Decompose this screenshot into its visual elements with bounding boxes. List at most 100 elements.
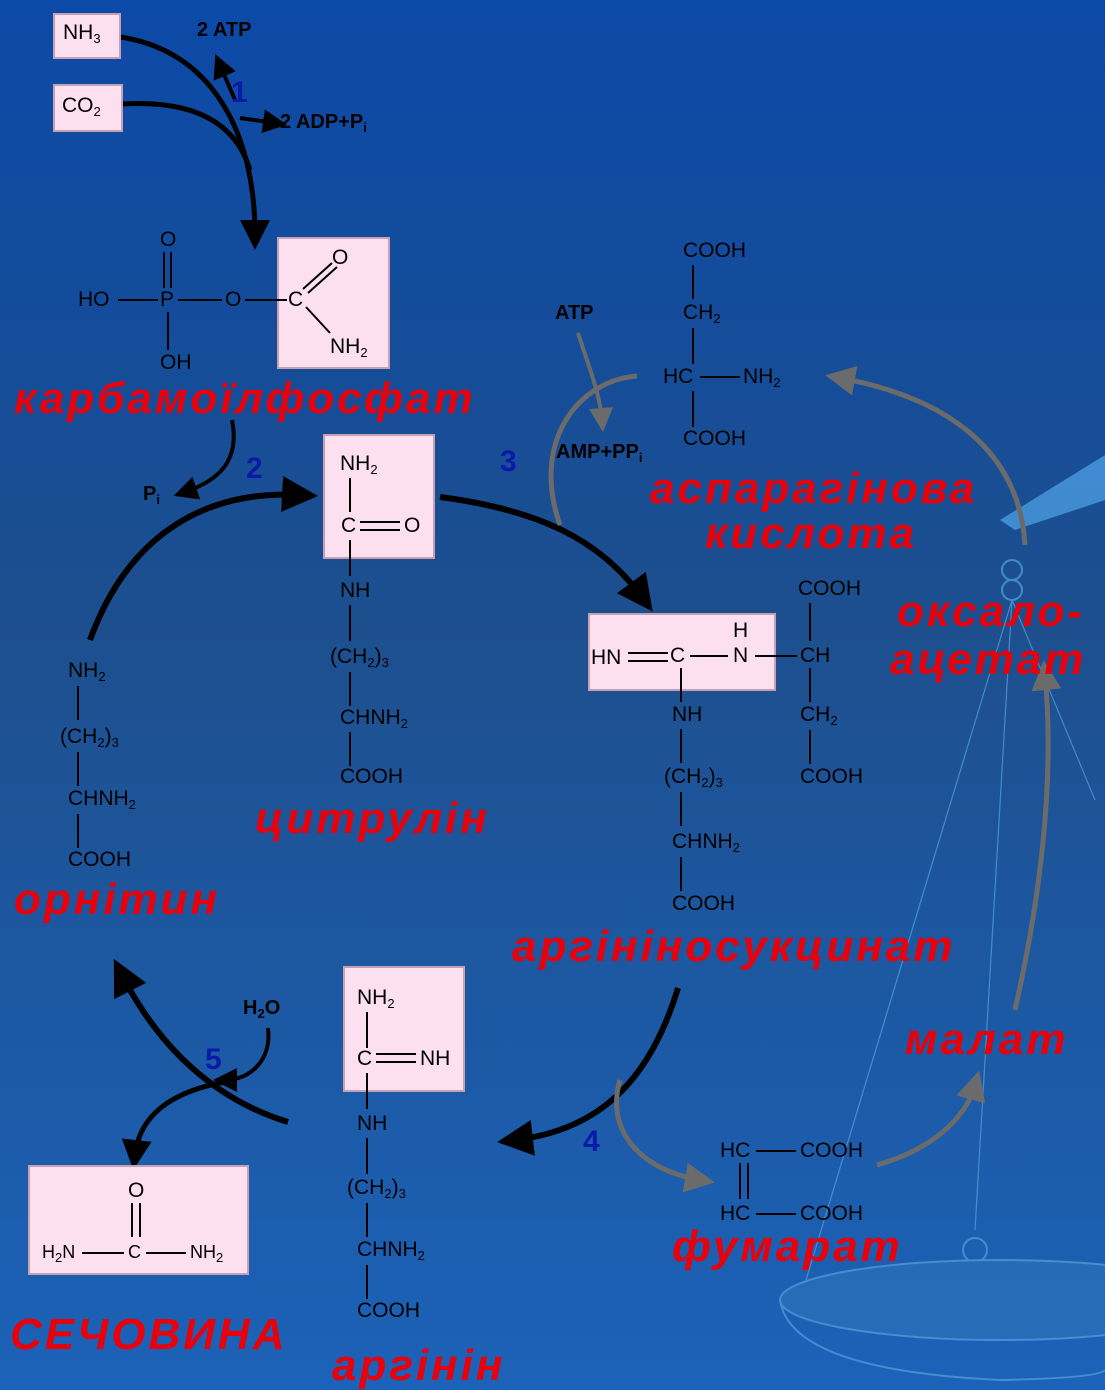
- cp-ho: HO: [78, 288, 110, 311]
- orn-ch2-3: (CH2)3: [60, 725, 119, 750]
- arg-bond-3: [366, 1138, 368, 1174]
- cit-bond-5: [349, 732, 351, 766]
- as-bond-top: [809, 603, 811, 641]
- arrow-nh3-to-carbamoyl: [119, 34, 270, 250]
- cp-p: P: [160, 288, 175, 311]
- co2-label: CO2: [62, 94, 101, 119]
- cp-bond-p-oh: [167, 312, 169, 350]
- step-5: 5: [205, 1043, 222, 1076]
- as-bond-nh-ch2: [680, 729, 682, 763]
- atp-label: ATP: [555, 302, 594, 324]
- cp-bond-ho-p: [118, 299, 158, 301]
- name-malate: малат: [905, 1015, 1069, 1064]
- urea-c: C: [128, 1242, 141, 1262]
- cit-ch2-3: (CH2)3: [330, 645, 389, 670]
- name-oxaloacetate-line1: оксало-: [897, 587, 1085, 636]
- urea-h2n: H2N: [42, 1242, 76, 1265]
- scale-decoration: [779, 455, 1105, 1382]
- arrow-adp-out: [239, 109, 287, 134]
- arg-cooh: COOH: [357, 1299, 420, 1322]
- cit-nh: NH: [340, 579, 371, 602]
- name-fumarate: фумарат: [672, 1222, 903, 1271]
- arrow-atp-in: [213, 53, 237, 101]
- fum-cooh-bot: COOH: [800, 1202, 863, 1225]
- as-ch2: CH2: [800, 703, 838, 728]
- as-c: C: [670, 644, 686, 667]
- amp-label: AMP+PPi: [556, 441, 643, 465]
- asp-bond-hc-nh: [700, 376, 740, 378]
- as-bond-c-n: [690, 655, 728, 657]
- asp-cooh-bot: COOH: [683, 427, 746, 450]
- as-bond-ch2-chnh: [680, 792, 682, 826]
- as-n: N: [733, 644, 749, 667]
- as-bond-ch-ch2: [809, 668, 811, 702]
- step-3: 3: [500, 445, 517, 478]
- cit-bond-2: [349, 540, 351, 576]
- arrow-argininosuccinate-to-arginine: [497, 987, 681, 1156]
- cit-dbl-1: [360, 521, 400, 523]
- cp-nh2: NH2: [330, 335, 368, 360]
- as-bond-n-ch: [755, 655, 797, 657]
- as-cooh-left: COOH: [672, 892, 735, 915]
- arg-bond-1: [366, 1012, 368, 1048]
- nh3-box: [53, 13, 121, 59]
- arg-bond-2: [366, 1073, 368, 1109]
- cp-double-bond-2: [170, 252, 172, 288]
- name-carbamoyl-phosphate: карбамоїлфосфат: [14, 374, 476, 423]
- urea-box: [28, 1165, 249, 1275]
- arrow-malate-to-oxaloacetate: [1012, 660, 1062, 1011]
- h2o-label: H2O: [243, 997, 281, 1021]
- step-4: 4: [583, 1125, 600, 1158]
- arrow-arginine-to-ornithine: [113, 958, 289, 1125]
- cit-nh2-top: NH2: [340, 452, 378, 477]
- cit-o: O: [404, 514, 421, 537]
- cit-cooh: COOH: [340, 765, 403, 788]
- carbamoyl-box: [277, 237, 390, 369]
- urea-dbl-2: [139, 1203, 141, 1237]
- fum-bond-top: [756, 1150, 796, 1152]
- arg-chnh2: CHNH2: [357, 1238, 425, 1263]
- orn-bond-3: [77, 814, 79, 848]
- arrow-to-urea: [121, 1079, 226, 1170]
- fum-hc-top: HC: [720, 1139, 751, 1162]
- argininosuccinate-box: [588, 613, 776, 691]
- step-1: 1: [231, 76, 248, 109]
- arrow-co2: [121, 101, 253, 171]
- asp-bond-3: [692, 391, 694, 427]
- urea-o: O: [128, 1179, 145, 1202]
- name-ornithine: орнітин: [14, 875, 221, 924]
- fum-dbl-1: [739, 1163, 741, 1199]
- cp-o-top: O: [160, 228, 177, 251]
- name-oxaloacetate-line2: ацетат: [890, 635, 1087, 684]
- name-arginine: аргінін: [332, 1341, 506, 1390]
- arrow-ornithine-to-citrulline: [87, 476, 318, 642]
- arrow-oxaloacetate-to-aspartate: [825, 365, 1028, 546]
- as-cooh-top: COOH: [798, 577, 861, 600]
- arg-nh-right: NH: [420, 1047, 451, 1070]
- name-argininosuccinate: аргініносукцинат: [512, 922, 956, 971]
- co2-box: [53, 84, 123, 132]
- as-ch2-3: (CH2)3: [664, 765, 723, 790]
- orn-nh2: NH2: [68, 659, 106, 684]
- fum-dbl-2: [747, 1163, 749, 1199]
- arg-ch2-3: (CH2)3: [347, 1176, 406, 1201]
- cit-chnh2: CHNH2: [340, 706, 408, 731]
- name-aspartate-line1: аспарагінова: [650, 464, 978, 513]
- arg-c: C: [357, 1047, 373, 1070]
- arrow-h2o: [213, 1027, 271, 1092]
- urea-bond-left: [82, 1252, 124, 1254]
- cit-dbl-2: [360, 529, 400, 531]
- citrulline-box: [323, 434, 435, 559]
- as-bond-c-nh: [680, 668, 682, 702]
- orn-bond-2: [77, 752, 79, 786]
- cit-c: C: [341, 514, 357, 537]
- as-ch: CH: [800, 644, 831, 667]
- asp-nh2: NH2: [743, 365, 781, 390]
- orn-cooh: COOH: [68, 848, 131, 871]
- asp-bond-1: [692, 265, 694, 299]
- atp-2-label: 2 ATP: [197, 19, 252, 41]
- arrow-asp-in: [548, 373, 638, 526]
- cp-oh: OH: [160, 351, 192, 374]
- step-2: 2: [246, 452, 263, 485]
